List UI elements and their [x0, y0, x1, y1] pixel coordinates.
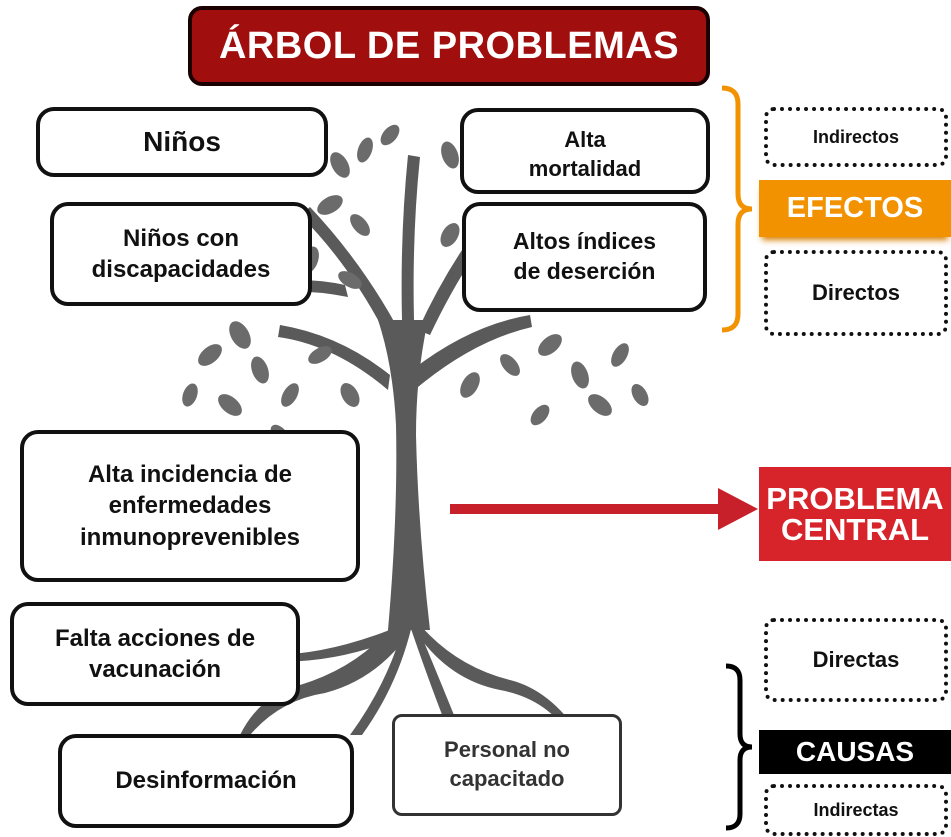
- legend-effects-indirect: Indirectos: [764, 107, 948, 167]
- legend-causes-label: CAUSAS: [795, 736, 915, 767]
- central-arrow: [450, 488, 758, 530]
- tree-trunk: [378, 320, 430, 630]
- effect-label-mortalidad: Alta mortalidad: [528, 127, 642, 181]
- legend-causes-indirect-label: Indirectas: [813, 799, 899, 820]
- cause-box-personal: Personal no capacitado: [392, 714, 622, 816]
- cause-label-personal: Personal no capacitado: [444, 737, 570, 791]
- cause-label-desinformacion: Desinformación: [115, 767, 297, 795]
- legend-effects-direct-label: Directos: [811, 280, 901, 305]
- effect-label-desercion: Altos índices de deserción: [512, 228, 657, 284]
- effect-box-ninos: Niños: [36, 107, 328, 177]
- effect-label-ninos: Niños: [143, 125, 221, 157]
- diagram-title: ÁRBOL DE PROBLEMAS: [188, 6, 710, 86]
- effect-box-desercion: Altos índices de deserción: [462, 202, 707, 312]
- legend-central-label: PROBLEMA CENTRAL: [766, 481, 944, 547]
- legend-effects-indirect-label: Indirectos: [812, 126, 900, 147]
- tree-branches: [278, 325, 390, 390]
- legend-causes-indirect: Indirectas: [764, 784, 948, 836]
- central-problem-label: Alta incidencia de enfermedades inmunopr…: [79, 461, 301, 551]
- legend-causes-direct-label: Directas: [812, 647, 900, 672]
- legend-effects-badge: EFECTOS: [759, 180, 951, 237]
- cause-box-desinformacion: Desinformación: [58, 734, 354, 828]
- effect-label-discapacidades: Niños con discapacidades: [91, 224, 271, 283]
- cause-label-vacunacion: Falta acciones de vacunación: [54, 624, 256, 683]
- effect-box-mortalidad: Alta mortalidad: [460, 108, 710, 194]
- legend-causes-badge: CAUSAS: [759, 730, 951, 774]
- causes-bracket: [725, 663, 753, 831]
- legend-central-badge: PROBLEMA CENTRAL: [759, 467, 951, 561]
- effects-bracket: [721, 85, 753, 333]
- legend-causes-direct: Directas: [764, 618, 948, 702]
- legend-effects-direct: Directos: [764, 250, 948, 336]
- legend-effects-label: EFECTOS: [786, 192, 924, 224]
- central-problem-box: Alta incidencia de enfermedades inmunopr…: [20, 430, 360, 582]
- cause-box-vacunacion: Falta acciones de vacunación: [10, 602, 300, 706]
- effect-box-discapacidades: Niños con discapacidades: [50, 202, 312, 306]
